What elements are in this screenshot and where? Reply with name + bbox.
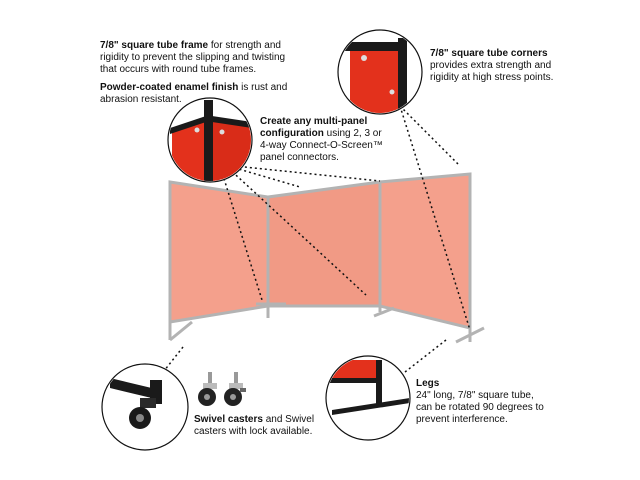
frame-callout: 7/8" square tube frame for strength and … xyxy=(100,40,300,112)
caster-icons xyxy=(198,372,246,406)
corners-callout: 7/8" square tube corners provides extra … xyxy=(430,48,580,84)
middle-panel xyxy=(256,180,382,312)
finish-callout-text: is rust and abrasion resistant. xyxy=(100,82,288,105)
legs-detail-circle xyxy=(325,355,411,441)
legs-callout-text: 24" long, 7/8" square tube, can be rotat… xyxy=(416,390,544,425)
config-callout-heading: Create any multi-panel configuration xyxy=(260,116,368,139)
legs-callout-heading: Legs xyxy=(416,378,440,389)
connector-detail-circle xyxy=(167,97,253,183)
legs-callout: Legs 24" long, 7/8" square tube, can be … xyxy=(416,378,552,426)
caster-detail-circle xyxy=(101,363,189,451)
casters-callout: Swivel casters and Swivel casters with l… xyxy=(194,414,318,438)
corners-callout-text: provides extra strength and rigidity at … xyxy=(430,60,554,83)
config-callout-text: using 2, 3 or 4-way Connect-O-Screen™ pa… xyxy=(260,128,383,163)
frame-callout-heading: 7/8" square tube frame xyxy=(100,40,209,51)
finish-callout-heading: Powder-coated enamel finish xyxy=(100,82,239,93)
casters-callout-text: and Swivel casters with lock available. xyxy=(194,414,315,437)
frame-callout-text: for strength and rigidity to prevent the… xyxy=(100,40,286,75)
left-panel xyxy=(168,180,270,342)
right-panel xyxy=(373,172,485,344)
config-callout: Create any multi-panel configuration usi… xyxy=(260,116,384,164)
corner-detail-circle xyxy=(337,29,423,115)
corners-callout-heading: 7/8" square tube corners xyxy=(430,48,548,59)
casters-callout-heading: Swivel casters xyxy=(194,414,263,425)
